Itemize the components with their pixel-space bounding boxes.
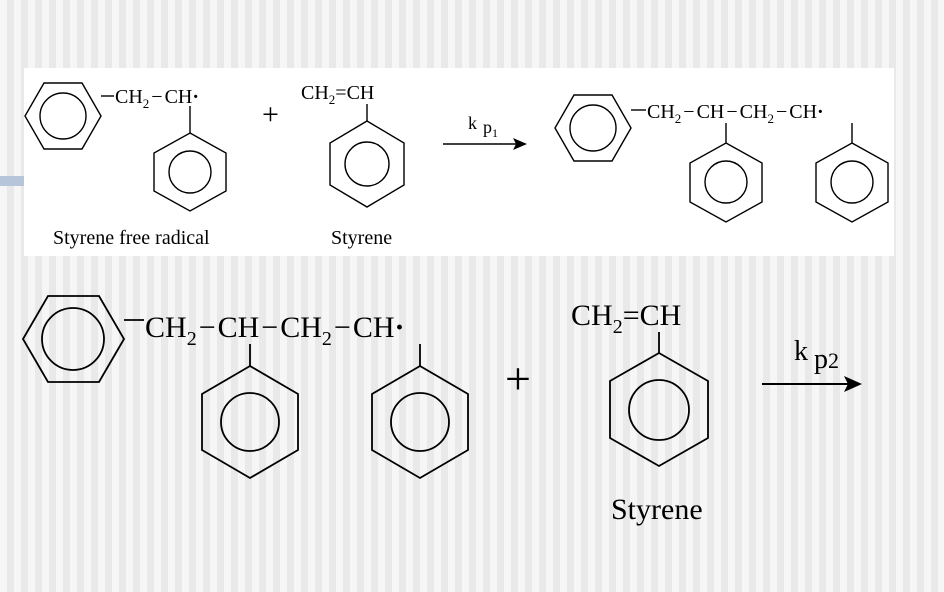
bond-dash-a: −: [683, 101, 694, 123]
ch-a-text: CH: [697, 101, 725, 123]
ch2-text: CH: [571, 299, 613, 332]
benzene-ring-r1b: [153, 132, 227, 212]
bond-dash-c: −: [334, 311, 351, 344]
k-letter: k: [468, 113, 477, 133]
reaction1-panel: [24, 68, 894, 256]
label-styrene: Styrene: [611, 493, 703, 526]
bond-dash-a: −: [199, 311, 216, 344]
label-styrene: Styrene: [331, 227, 392, 249]
product-formula: CH2−CH−CH2−CH·: [647, 101, 824, 126]
p-letter: p: [483, 117, 492, 137]
benzene-ring-p1b: [689, 142, 763, 223]
vinyl-group: =CH: [335, 82, 374, 104]
ch2-subscript: 2: [143, 96, 150, 111]
vinyl-group: =CH: [623, 299, 682, 332]
ch2-text: CH: [115, 86, 143, 108]
benzene-ring-r2b: [201, 364, 299, 480]
benzene-ring-r2a: [21, 295, 126, 383]
benzene-ring-monomer2: [609, 351, 709, 468]
ch-a-text: CH: [218, 311, 260, 344]
ch2-a-subscript: 2: [187, 328, 197, 350]
bond-dash-b: −: [726, 101, 737, 123]
bond-dash: −: [151, 86, 162, 108]
radical-formula: CH2−CH·: [115, 86, 199, 111]
bond-dash-c: −: [776, 101, 787, 123]
p-subscript: 2: [828, 348, 839, 373]
radical-dot: ·: [817, 101, 824, 123]
slide-accent-bar: [0, 176, 24, 186]
k-letter: k: [794, 336, 808, 367]
benzene-ring-p1c: [815, 142, 889, 223]
ch2-a-text: CH: [145, 311, 187, 344]
ch-b-text: CH: [353, 311, 395, 344]
ch2-b-subscript: 2: [322, 328, 332, 350]
ch2-subscript: 2: [613, 316, 623, 338]
ch2-a-subscript: 2: [675, 111, 682, 126]
ch2-a-text: CH: [647, 101, 675, 123]
bond-dash-b: −: [261, 311, 278, 344]
p-letter: p: [814, 344, 828, 375]
chain-formula: CH2−CH−CH2−CH·: [145, 311, 405, 350]
benzene-ring-r2c: [371, 364, 469, 480]
ch2-b-text: CH: [740, 101, 768, 123]
radical-dot: ·: [395, 311, 405, 344]
ch-b-text: CH: [789, 101, 817, 123]
label-styrene-free-radical: Styrene free radical: [53, 227, 210, 249]
ch2-subscript: 2: [329, 92, 336, 107]
ch-text: CH: [165, 86, 193, 108]
benzene-ring-p1a: [554, 94, 632, 162]
radical-dot: ·: [192, 86, 199, 108]
benzene-ring-monomer1: [329, 120, 405, 208]
styrene-formula: CH2=CH: [301, 82, 374, 107]
styrene-formula: CH2=CH: [571, 299, 681, 338]
ch2-text: CH: [301, 82, 329, 104]
ch2-b-subscript: 2: [767, 111, 774, 126]
benzene-ring-r1a: [24, 82, 102, 150]
p-subscript: 1: [492, 126, 498, 140]
ch2-b-text: CH: [280, 311, 322, 344]
plus-sign: +: [262, 98, 279, 131]
arrow-head: [513, 138, 527, 150]
arrow-head: [844, 376, 862, 392]
plus-sign: +: [505, 353, 531, 404]
